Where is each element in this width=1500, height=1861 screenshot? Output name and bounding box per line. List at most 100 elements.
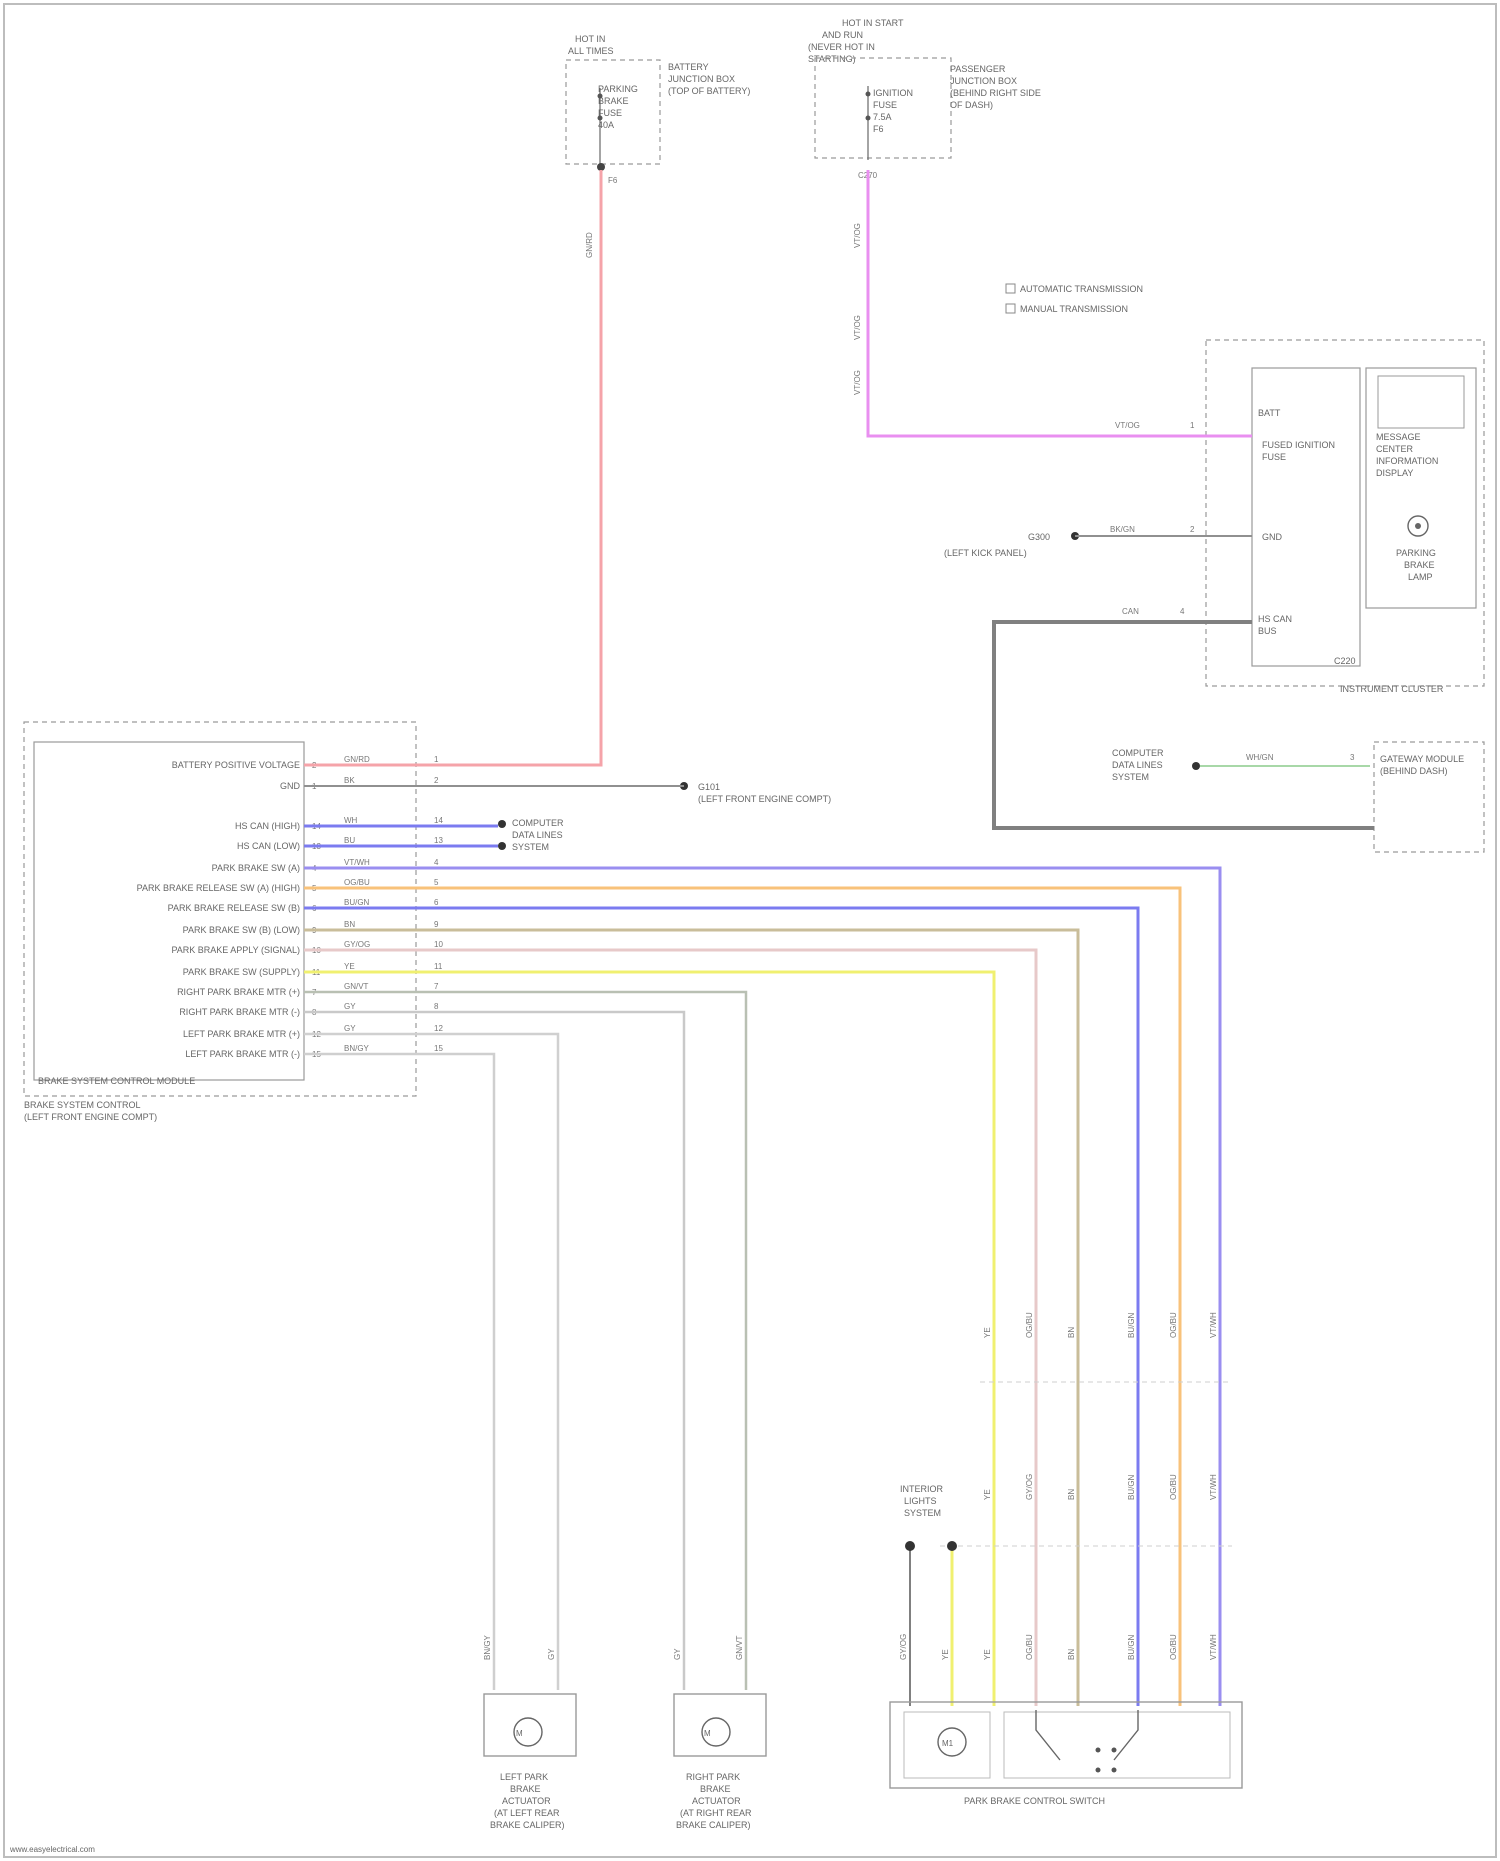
svg-text:BN: BN: [1067, 1489, 1076, 1500]
svg-text:1: 1: [1190, 421, 1195, 430]
svg-text:(LEFT FRONT ENGINE COMPT): (LEFT FRONT ENGINE COMPT): [24, 1112, 157, 1122]
abs-row-label: PARK BRAKE SW (B) (LOW): [183, 925, 300, 935]
svg-text:INTERIOR: INTERIOR: [900, 1484, 944, 1494]
svg-text:DATA LINES: DATA LINES: [512, 830, 563, 840]
svg-text:(TOP OF BATTERY): (TOP OF BATTERY): [668, 86, 750, 96]
svg-text:(AT LEFT REAR: (AT LEFT REAR: [494, 1808, 560, 1818]
svg-text:BU/GN: BU/GN: [1127, 1312, 1136, 1338]
svg-text:YE: YE: [941, 1649, 950, 1660]
svg-text:GATEWAY MODULE: GATEWAY MODULE: [1380, 754, 1464, 764]
svg-text:GN/RD: GN/RD: [585, 232, 594, 258]
abs-row-circuit: 4: [434, 858, 439, 867]
svg-text:GY/OG: GY/OG: [1025, 1474, 1034, 1500]
left-park-brake-actuator: M LEFT PARK BRAKE ACTUATOR (AT LEFT REAR…: [483, 1634, 576, 1830]
svg-text:BUS: BUS: [1258, 626, 1277, 636]
svg-text:BRAKE: BRAKE: [510, 1784, 541, 1794]
svg-text:FUSED IGNITION: FUSED IGNITION: [1262, 440, 1335, 450]
svg-text:PARK BRAKE CONTROL SWITCH: PARK BRAKE CONTROL SWITCH: [964, 1796, 1105, 1806]
svg-text:LAMP: LAMP: [1408, 572, 1433, 582]
svg-text:ACTUATOR: ACTUATOR: [502, 1796, 551, 1806]
svg-text:HOT IN START: HOT IN START: [842, 18, 904, 28]
svg-text:COMPUTER: COMPUTER: [512, 818, 564, 828]
instrument-cluster: BATT FUSED IGNITION FUSE GND HS CAN BUS …: [944, 340, 1484, 694]
svg-text:BU/GN: BU/GN: [1127, 1634, 1136, 1660]
abs-row-wire: WH: [344, 816, 358, 825]
svg-text:VT/WH: VT/WH: [1209, 1634, 1218, 1660]
svg-text:(NEVER HOT IN: (NEVER HOT IN: [808, 42, 875, 52]
abs-row-label: BATTERY POSITIVE VOLTAGE: [172, 760, 300, 770]
inline-connectors: [940, 1382, 1232, 1546]
svg-text:GND: GND: [1262, 532, 1283, 542]
svg-text:YE: YE: [983, 1327, 992, 1338]
svg-text:VT/WH: VT/WH: [1209, 1312, 1218, 1338]
abs-row-circuit: 5: [434, 878, 439, 887]
svg-text:BN: BN: [1067, 1649, 1076, 1660]
abs-row-wire: GY: [344, 1002, 356, 1011]
svg-text:BK/GN: BK/GN: [1110, 525, 1135, 534]
abs-row-wire: GN/VT: [344, 982, 369, 991]
svg-text:VT/OG: VT/OG: [853, 370, 862, 395]
svg-text:RIGHT PARK: RIGHT PARK: [686, 1772, 740, 1782]
svg-text:BATTERY: BATTERY: [668, 62, 709, 72]
svg-text:VT/OG: VT/OG: [1115, 421, 1140, 430]
abs-row-label: PARK BRAKE SW (SUPPLY): [183, 967, 300, 977]
svg-text:3: 3: [1350, 753, 1355, 762]
abs-row-wire: BU: [344, 836, 355, 845]
svg-text:OG/BU: OG/BU: [1025, 1634, 1034, 1660]
abs-row-circuit: 1: [434, 755, 439, 764]
abs-row-label: PARK BRAKE APPLY (SIGNAL): [171, 945, 300, 955]
abs-row-wire: YE: [344, 962, 355, 971]
svg-text:FUSE: FUSE: [873, 100, 897, 110]
transmission-legend: AUTOMATIC TRANSMISSION MANUAL TRANSMISSI…: [1006, 284, 1143, 314]
svg-text:INSTRUMENT CLUSTER: INSTRUMENT CLUSTER: [1340, 684, 1444, 694]
svg-text:C220: C220: [1334, 656, 1356, 666]
abs-row-circuit: 7: [434, 982, 439, 991]
svg-text:PARKING: PARKING: [1396, 548, 1436, 558]
svg-text:G101: G101: [698, 782, 720, 792]
svg-text:VT/OG: VT/OG: [853, 223, 862, 248]
abs-row-wire: OG/BU: [344, 878, 370, 887]
svg-text:MESSAGE: MESSAGE: [1376, 432, 1421, 442]
abs-row-circuit: 13: [434, 836, 443, 845]
svg-text:MANUAL TRANSMISSION: MANUAL TRANSMISSION: [1020, 304, 1128, 314]
svg-text:BU/GN: BU/GN: [1127, 1474, 1136, 1500]
abs-row-label: PARK BRAKE RELEASE SW (A) (HIGH): [137, 883, 300, 893]
svg-text:M1: M1: [942, 1739, 954, 1748]
abs-row-wire: GN/RD: [344, 755, 370, 764]
svg-text:M: M: [516, 1729, 523, 1738]
abs-row-wire: GY: [344, 1024, 356, 1033]
svg-text:4: 4: [1180, 607, 1185, 616]
svg-text:GN/VT: GN/VT: [735, 1635, 744, 1660]
abs-row-wire: BN: [344, 920, 355, 929]
abs-row-label: LEFT PARK BRAKE MTR (-): [185, 1049, 300, 1059]
svg-text:M: M: [704, 1729, 711, 1738]
abs-row-label: RIGHT PARK BRAKE MTR (+): [177, 987, 300, 997]
svg-text:AUTOMATIC TRANSMISSION: AUTOMATIC TRANSMISSION: [1020, 284, 1143, 294]
abs-row-wire: BN/GY: [344, 1044, 370, 1053]
svg-text:ACTUATOR: ACTUATOR: [692, 1796, 741, 1806]
svg-text:BN/GY: BN/GY: [483, 1634, 492, 1660]
abs-row-circuit: 2: [434, 776, 439, 785]
abs-row-circuit: 9: [434, 920, 439, 929]
svg-text:ALL TIMES: ALL TIMES: [568, 46, 614, 56]
svg-text:BN: BN: [1067, 1327, 1076, 1338]
svg-text:OG/BU: OG/BU: [1169, 1634, 1178, 1660]
svg-text:(AT RIGHT REAR: (AT RIGHT REAR: [680, 1808, 752, 1818]
abs-row-label: LEFT PARK BRAKE MTR (+): [183, 1029, 300, 1039]
svg-text:WH/GN: WH/GN: [1246, 753, 1274, 762]
abs-row-wire: GY/OG: [344, 940, 370, 949]
right-park-brake-actuator: M RIGHT PARK BRAKE ACTUATOR (AT RIGHT RE…: [673, 1635, 766, 1830]
svg-text:SYSTEM: SYSTEM: [904, 1508, 941, 1518]
svg-text:BRAKE CALIPER): BRAKE CALIPER): [676, 1820, 751, 1830]
svg-text:COMPUTER: COMPUTER: [1112, 748, 1164, 758]
svg-text:OF DASH): OF DASH): [950, 100, 993, 110]
svg-text:CAN: CAN: [1122, 607, 1139, 616]
fuse-ignition: HOT IN START AND RUN (NEVER HOT IN START…: [808, 18, 1041, 395]
svg-text:IGNITION: IGNITION: [873, 88, 913, 98]
abs-row-label: HS CAN (LOW): [237, 841, 300, 851]
svg-text:LIGHTS: LIGHTS: [904, 1496, 937, 1506]
svg-text:BRAKE: BRAKE: [598, 96, 629, 106]
abs-row-wire: BK: [344, 776, 355, 785]
abs-row-circuit: 12: [434, 1024, 443, 1033]
